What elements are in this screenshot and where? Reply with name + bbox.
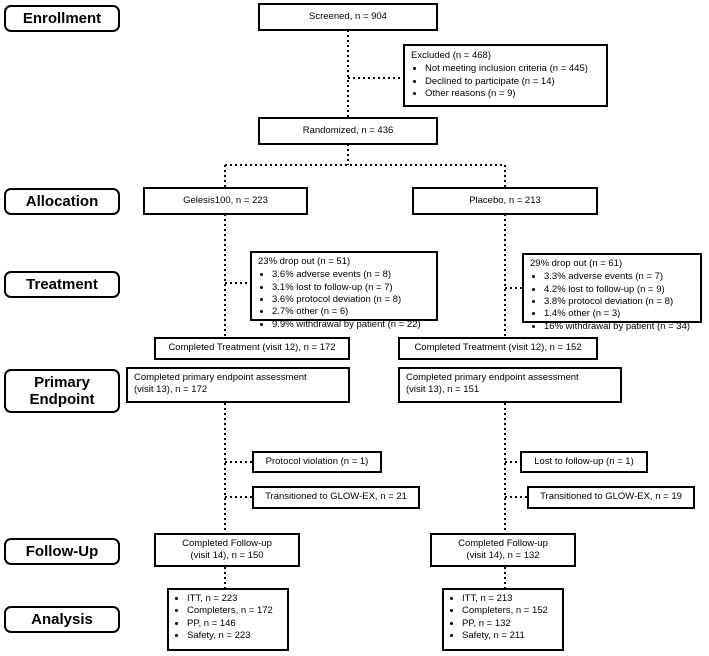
stage-treatment: Treatment — [4, 271, 120, 298]
left-completed-treatment-box: Completed Treatment (visit 12), n = 172 — [154, 337, 350, 360]
left-glow-ex-box: Transitioned to GLOW-EX, n = 21 — [252, 486, 420, 509]
stage-treatment-label: Treatment — [26, 275, 98, 293]
right-side1-text: Lost to follow-up (n = 1) — [534, 455, 634, 467]
left-allocation-box: Gelesis100, n = 223 — [143, 187, 308, 215]
excluded-list: Not meeting inclusion criteria (n = 445)… — [411, 63, 600, 100]
dropout-item: 3.3% adverse events (n = 7) — [544, 271, 694, 283]
right-dropout-list: 3.3% adverse events (n = 7) 4.2% lost to… — [530, 271, 694, 333]
stage-analysis-label: Analysis — [31, 610, 93, 628]
dropout-item: 2.7% other (n = 6) — [272, 306, 430, 318]
right-allocation-text: Placebo, n = 213 — [469, 194, 541, 206]
excluded-item: Other reasons (n = 9) — [425, 88, 600, 100]
dropout-item: 9.9% withdrawal by patient (n = 22) — [272, 319, 430, 331]
analysis-item: Safety, n = 223 — [187, 630, 283, 642]
left-primary-line2: (visit 13), n = 172 — [134, 384, 208, 396]
left-primary-endpoint-box: Completed primary endpoint assessment (v… — [126, 367, 350, 403]
stage-allocation-label: Allocation — [25, 192, 99, 210]
dropout-item: 4.2% lost to follow-up (n = 9) — [544, 284, 694, 296]
screened-box: Screened, n = 904 — [258, 3, 438, 31]
dropout-item: 3.6% adverse events (n = 8) — [272, 269, 430, 281]
dropout-item: 3.8% protocol deviation (n = 8) — [544, 296, 694, 308]
stage-follow-up-label: Follow-Up — [25, 542, 99, 560]
right-primary-line2: (visit 13), n = 151 — [406, 384, 480, 396]
stage-primary-endpoint-label: Primary Endpoint — [29, 373, 95, 408]
stage-analysis: Analysis — [4, 606, 120, 633]
left-followup-line1: Completed Follow-up — [182, 538, 272, 549]
stage-primary-endpoint: Primary Endpoint — [4, 369, 120, 413]
left-analysis-box: ITT, n = 223 Completers, n = 172 PP, n =… — [167, 588, 289, 651]
dropout-item: 1.4% other (n = 3) — [544, 308, 694, 320]
stage-allocation: Allocation — [4, 188, 120, 215]
stage-enrollment: Enrollment — [4, 5, 120, 32]
left-followup-box: Completed Follow-up (visit 14), n = 150 — [154, 533, 300, 567]
right-followup-line1: Completed Follow-up — [458, 538, 548, 549]
right-primary-line1: Completed primary endpoint assessment — [406, 372, 579, 383]
analysis-item: PP, n = 146 — [187, 618, 283, 630]
right-followup-line2: (visit 14), n = 132 — [466, 550, 540, 562]
randomized-box: Randomized, n = 436 — [258, 117, 438, 145]
left-dropout-list: 3.6% adverse events (n = 8) 3.1% lost to… — [258, 269, 430, 331]
analysis-item: PP, n = 132 — [462, 618, 558, 630]
left-protocol-violation-box: Protocol violation (n = 1) — [252, 451, 382, 473]
dropout-item: 3.6% protocol deviation (n = 8) — [272, 294, 430, 306]
right-analysis-list: ITT, n = 213 Completers, n = 152 PP, n =… — [448, 593, 558, 642]
right-dropout-box: 29% drop out (n = 61) 3.3% adverse event… — [522, 253, 702, 332]
left-dropout-title: 23% drop out (n = 51) — [258, 256, 351, 267]
right-dropout-title: 29% drop out (n = 61) — [530, 258, 623, 269]
left-dropout-box: 23% drop out (n = 51) 3.6% adverse event… — [250, 251, 438, 330]
left-side1-text: Protocol violation (n = 1) — [265, 455, 369, 467]
dropout-item: 3.1% lost to follow-up (n = 7) — [272, 282, 430, 294]
analysis-item: Completers, n = 172 — [187, 605, 283, 617]
right-primary-endpoint-box: Completed primary endpoint assessment (v… — [398, 367, 622, 403]
analysis-item: Safety, n = 211 — [462, 630, 558, 642]
excluded-title: Excluded (n = 468) — [411, 50, 492, 61]
left-completed-treatment-text: Completed Treatment (visit 12), n = 172 — [168, 342, 336, 354]
right-completed-treatment-box: Completed Treatment (visit 12), n = 152 — [398, 337, 598, 360]
excluded-item: Declined to participate (n = 14) — [425, 76, 600, 88]
analysis-item: ITT, n = 223 — [187, 593, 283, 605]
right-side2-text: Transitioned to GLOW-EX, n = 19 — [540, 491, 682, 503]
right-followup-box: Completed Follow-up (visit 14), n = 132 — [430, 533, 576, 567]
randomized-text: Randomized, n = 436 — [302, 124, 394, 136]
right-allocation-box: Placebo, n = 213 — [412, 187, 598, 215]
dropout-item: 16% withdrawal by patient (n = 34) — [544, 321, 694, 333]
stage-follow-up: Follow-Up — [4, 538, 120, 565]
analysis-item: ITT, n = 213 — [462, 593, 558, 605]
right-analysis-box: ITT, n = 213 Completers, n = 152 PP, n =… — [442, 588, 564, 651]
right-lost-followup-box: Lost to follow-up (n = 1) — [520, 451, 648, 473]
stage-enrollment-label: Enrollment — [22, 9, 102, 27]
left-allocation-text: Gelesis100, n = 223 — [183, 194, 268, 206]
excluded-box: Excluded (n = 468) Not meeting inclusion… — [403, 44, 608, 107]
screened-text: Screened, n = 904 — [309, 10, 387, 22]
right-glow-ex-box: Transitioned to GLOW-EX, n = 19 — [527, 486, 695, 509]
left-followup-line2: (visit 14), n = 150 — [190, 550, 264, 562]
left-side2-text: Transitioned to GLOW-EX, n = 21 — [265, 491, 407, 503]
analysis-item: Completers, n = 152 — [462, 605, 558, 617]
left-primary-line1: Completed primary endpoint assessment — [134, 372, 307, 383]
excluded-item: Not meeting inclusion criteria (n = 445) — [425, 63, 600, 75]
left-analysis-list: ITT, n = 223 Completers, n = 172 PP, n =… — [173, 593, 283, 642]
right-completed-treatment-text: Completed Treatment (visit 12), n = 152 — [414, 342, 582, 354]
